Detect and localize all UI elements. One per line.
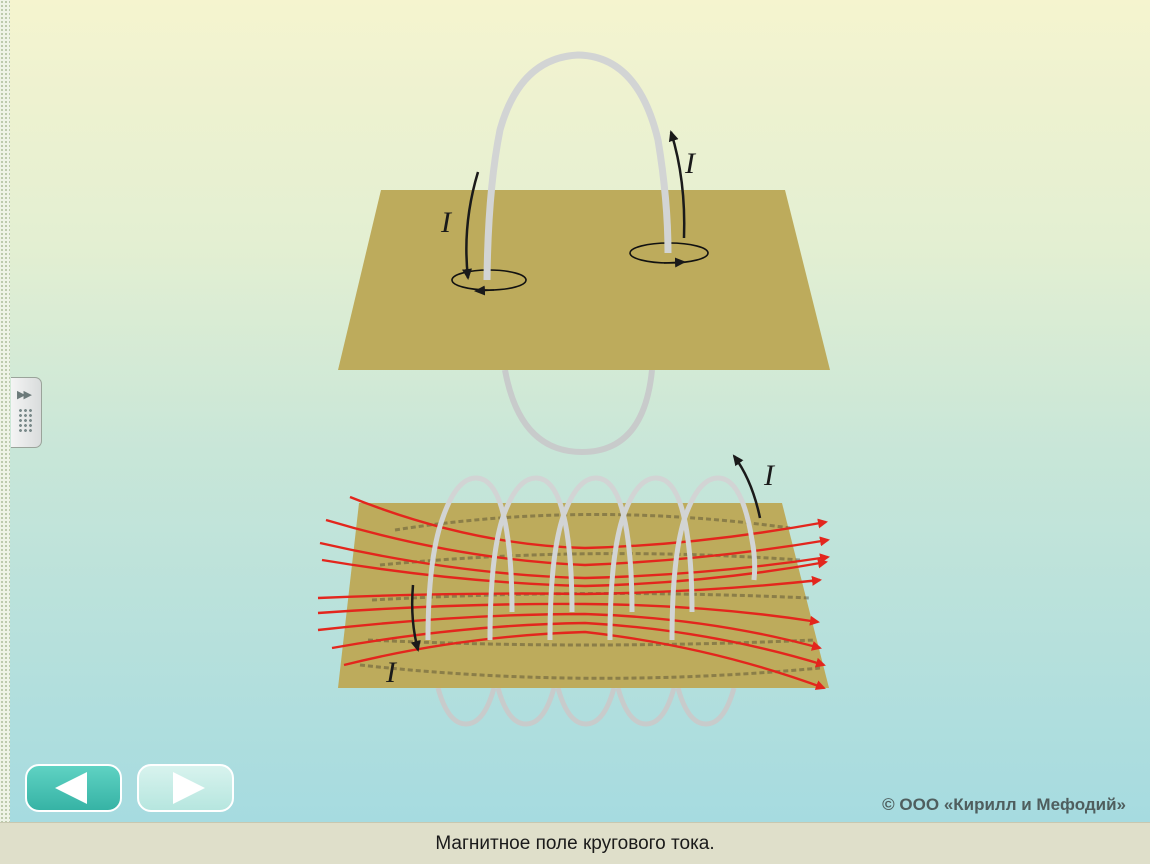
single-loop: I I — [338, 51, 830, 456]
loop-lower-half — [502, 369, 655, 456]
caption-text: Магнитное поле кругового тока. — [435, 833, 715, 854]
prev-button[interactable] — [25, 764, 122, 812]
side-panel-toggle[interactable]: ▶▶ — [11, 377, 42, 448]
caption-bar: Магнитное поле кругового тока. — [0, 822, 1150, 864]
coil-current-arrow-top — [732, 454, 762, 519]
current-arrow-left — [462, 171, 480, 280]
left-border — [0, 0, 10, 822]
coil-current-label-top: I — [763, 459, 776, 492]
current-label-right: I — [684, 147, 697, 180]
solenoid-upper-loops — [425, 475, 758, 641]
solenoid: I I — [317, 454, 830, 727]
solenoid-lower-loops — [435, 687, 737, 727]
current-arrow-right — [668, 130, 686, 239]
next-button[interactable] — [137, 764, 234, 812]
arrow-right-icon — [173, 772, 205, 804]
arrow-left-icon — [55, 772, 87, 804]
coil-current-arrow-bottom — [410, 584, 421, 652]
top-plate — [338, 190, 830, 370]
current-label-left: I — [440, 206, 453, 239]
coil-current-label-bottom: I — [385, 656, 398, 689]
magnetic-field-diagram: I I — [317, 51, 830, 727]
double-chevron-right-icon: ▶▶ — [17, 389, 32, 401]
loop-upper-half — [483, 51, 672, 281]
grid-dots-icon — [18, 408, 33, 432]
copyright-text: © ООО «Кирилл и Мефодий» — [882, 795, 1126, 814]
